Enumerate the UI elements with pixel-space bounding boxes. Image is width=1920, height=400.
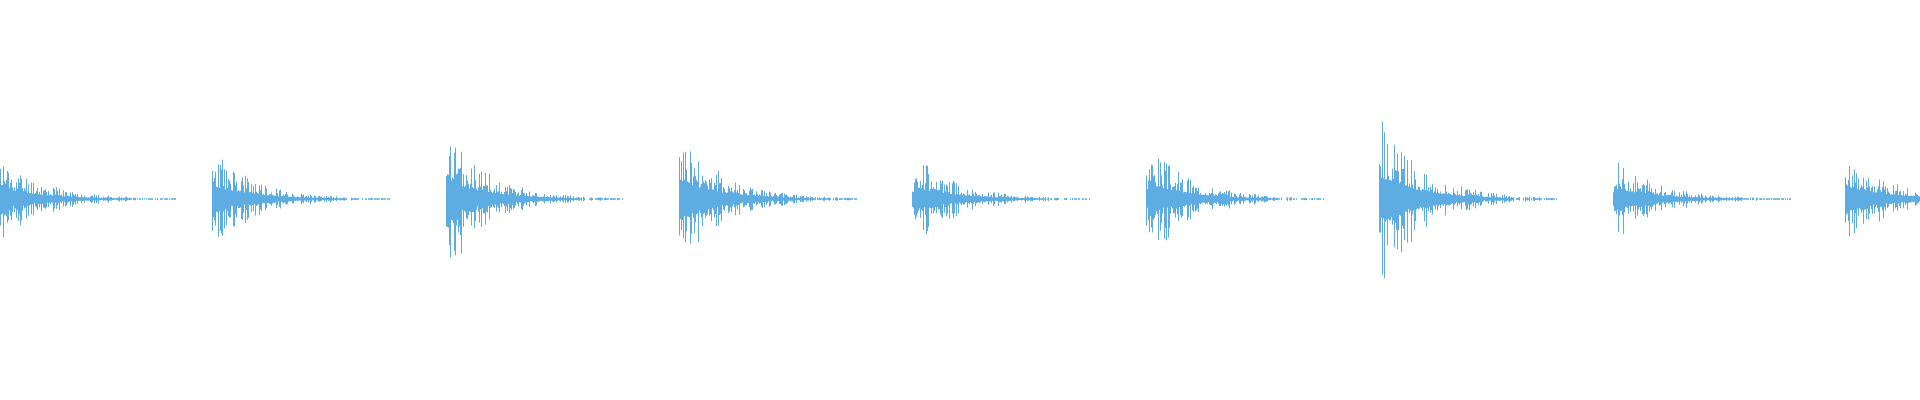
waveform-burst [1379,121,1557,279]
waveform-burst-path [212,159,390,237]
waveform-burst [1146,158,1324,241]
waveform-burst [212,159,390,237]
waveform-burst-path [1613,162,1791,234]
waveform-burst [679,151,857,244]
waveform-burst [1613,162,1791,234]
waveform-burst-path [1146,158,1324,241]
waveform-burst-path [0,166,176,238]
waveform-burst [1845,166,1920,237]
waveform-burst-path [1379,121,1557,279]
waveform-burst-path [446,146,623,258]
waveform-burst-path [679,151,857,244]
waveform-burst [0,166,176,238]
waveform-burst-path [912,165,1090,235]
waveform-burst [446,146,623,258]
waveform-burst [912,165,1090,235]
waveform-burst-path [1845,166,1920,237]
